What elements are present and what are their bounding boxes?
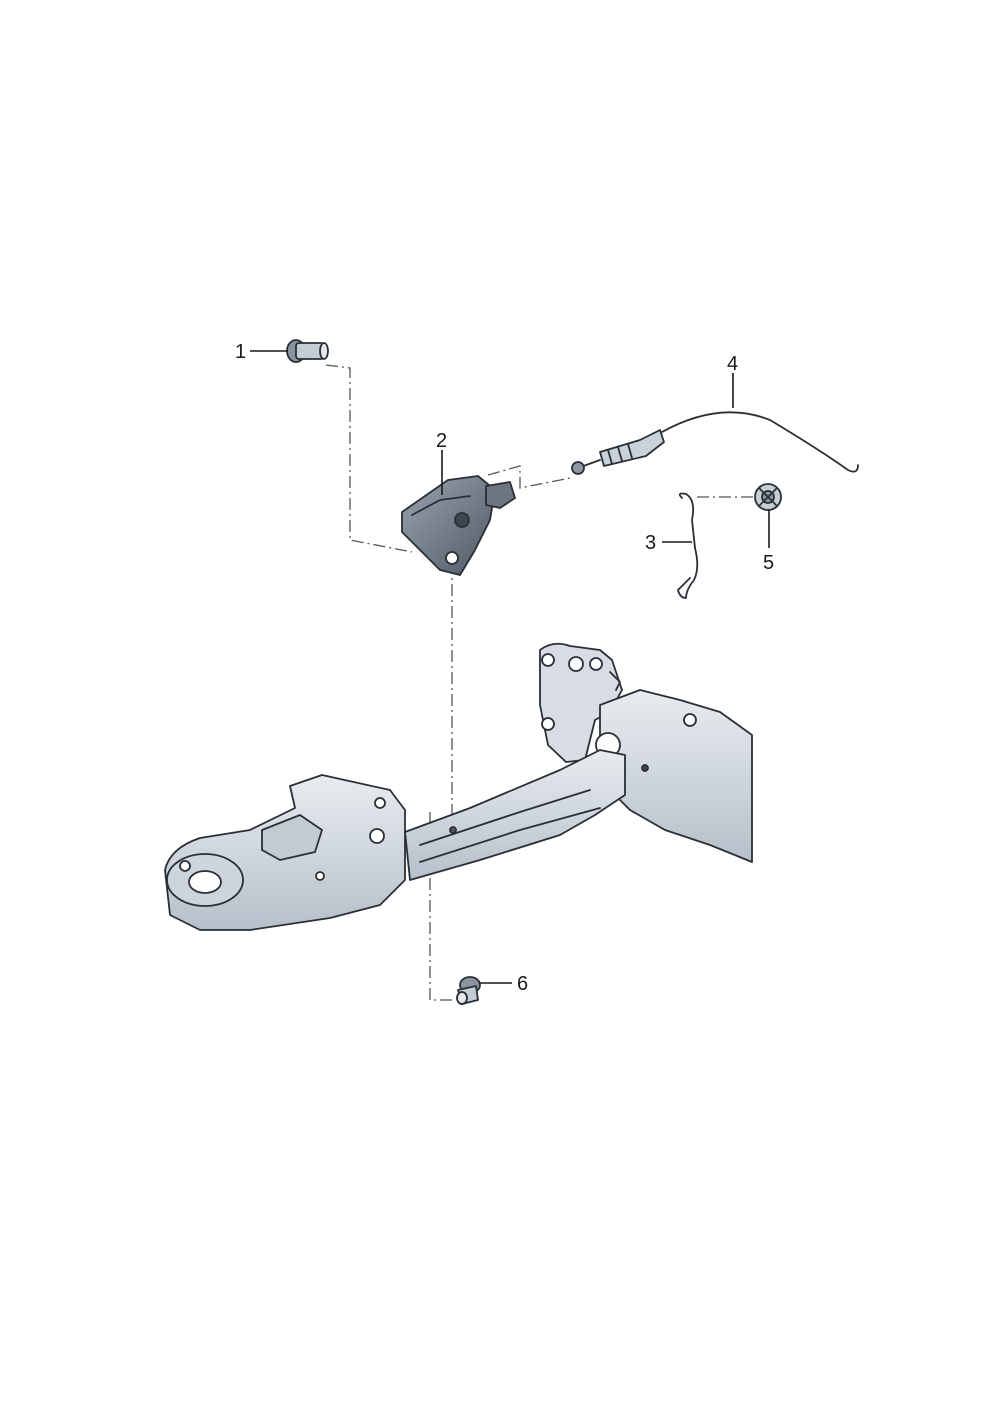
screw-part-6 xyxy=(456,976,481,1005)
callout-1: 1 xyxy=(235,341,246,363)
callout-5: 5 xyxy=(763,552,774,574)
callout-3: 3 xyxy=(645,532,656,554)
release-cable-part-4 xyxy=(571,411,859,475)
callout-labels: 1 2 3 4 5 6 xyxy=(235,341,774,995)
spring-clip-part-3 xyxy=(677,492,699,599)
screw-part-1 xyxy=(286,339,329,363)
rear-subframe xyxy=(164,642,753,931)
callout-4: 4 xyxy=(727,353,738,375)
callout-2: 2 xyxy=(436,430,447,452)
clip-nut-part-5 xyxy=(754,483,782,511)
callout-leaders xyxy=(250,350,770,984)
assembly-guide-lines xyxy=(325,364,755,1001)
bracket-part-2 xyxy=(401,475,516,576)
callout-6: 6 xyxy=(517,973,528,995)
